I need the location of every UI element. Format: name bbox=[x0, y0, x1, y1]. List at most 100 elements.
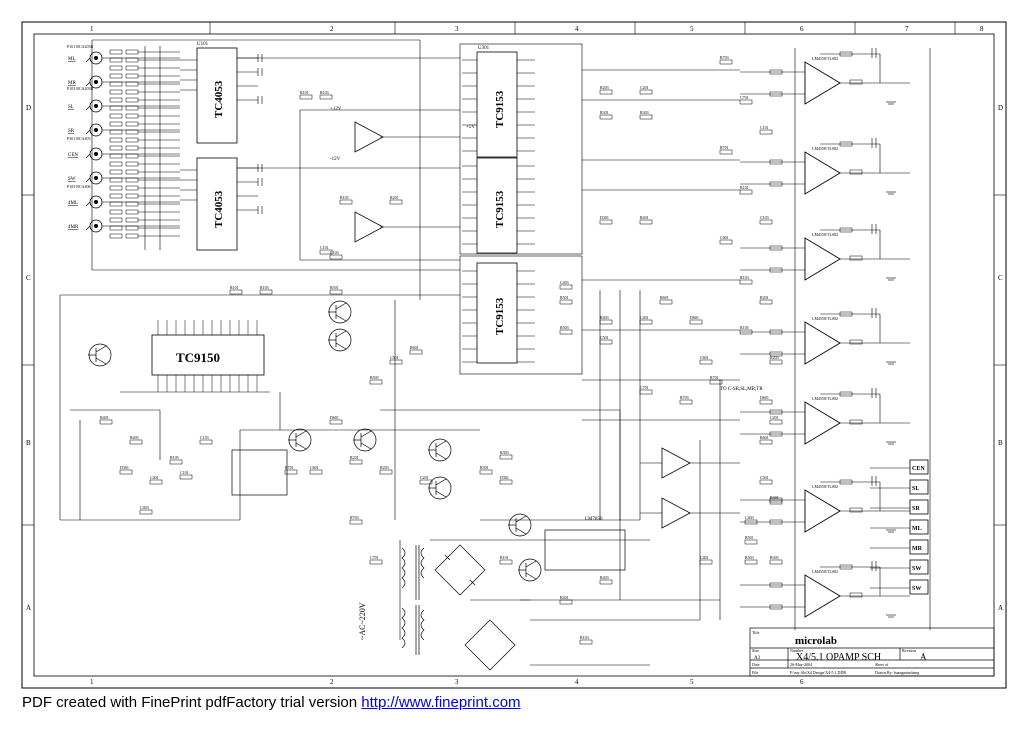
svg-text:C601: C601 bbox=[310, 465, 319, 470]
tc9150: TC9150 bbox=[151, 334, 265, 376]
svg-text:R701: R701 bbox=[285, 465, 294, 470]
svg-text:R203: R203 bbox=[770, 355, 779, 360]
svg-text:D301: D301 bbox=[600, 215, 609, 220]
svg-text:C101: C101 bbox=[180, 470, 189, 475]
output-label-sr: SR bbox=[912, 506, 920, 512]
tc9153-top: TC9153 U301 bbox=[476, 46, 518, 158]
zone-col-4-bottom: 4 bbox=[575, 678, 579, 686]
svg-text:R301: R301 bbox=[770, 495, 779, 500]
column-zone-labels: 1 2 3 4 5 6 7 8 1 2 3 4 5 6 bbox=[90, 25, 984, 686]
input-jack-label: 4ML bbox=[68, 201, 78, 206]
svg-text:C401: C401 bbox=[640, 315, 649, 320]
svg-text:C403: C403 bbox=[745, 515, 754, 520]
svg-text:C103: C103 bbox=[760, 215, 769, 220]
zone-col-1: 1 bbox=[90, 25, 94, 33]
input-jack-label: 4MR bbox=[68, 225, 79, 230]
opamp-label: LM4558/TL082 bbox=[812, 569, 838, 574]
svg-text:R501: R501 bbox=[560, 295, 569, 300]
output-label-ml: ML bbox=[912, 526, 922, 532]
svg-text:R303: R303 bbox=[500, 450, 509, 455]
svg-text:R103: R103 bbox=[320, 90, 329, 95]
file-label: File bbox=[752, 670, 758, 675]
svg-text:R103: R103 bbox=[260, 285, 269, 290]
zone-col-5: 5 bbox=[690, 25, 694, 33]
drawing-title: X4/5.1 OPAMP SCH bbox=[796, 652, 881, 663]
input-jack-ref: P301 RCA403 bbox=[67, 136, 90, 141]
svg-text:R201: R201 bbox=[350, 455, 359, 460]
input-jack-label: SL bbox=[68, 105, 74, 110]
size-value: A3 bbox=[754, 656, 761, 661]
svg-text:R303: R303 bbox=[770, 555, 779, 560]
svg-text:C403: C403 bbox=[560, 280, 569, 285]
input-jack-ref: P101 RCA203B bbox=[67, 44, 93, 49]
zone-col-4: 4 bbox=[575, 25, 579, 33]
zone-col-7: 7 bbox=[905, 25, 909, 33]
rail-pos-label: +12V bbox=[330, 107, 342, 112]
tc9153-pins bbox=[462, 59, 535, 363]
opamp-label: LM4558/TL082 bbox=[812, 484, 838, 489]
svg-text:C101: C101 bbox=[760, 125, 769, 130]
zone-col-1-bottom: 1 bbox=[90, 678, 94, 686]
zone-row-a: A bbox=[26, 604, 31, 612]
inner-border bbox=[33, 33, 995, 677]
tc4053-upper-ref: U101 bbox=[197, 42, 209, 47]
svg-text:C401: C401 bbox=[700, 555, 709, 560]
tc4053-lower-part: TC4053 bbox=[213, 190, 225, 228]
svg-text:R303: R303 bbox=[640, 110, 649, 115]
svg-text:C701: C701 bbox=[740, 95, 749, 100]
svg-text:R103: R103 bbox=[740, 275, 749, 280]
svg-text:R601: R601 bbox=[410, 345, 419, 350]
input-jack-ref: P105 RCA406 bbox=[67, 184, 90, 189]
tc4053-upper: TC4053 U101 bbox=[196, 42, 238, 144]
svg-text:R503: R503 bbox=[370, 375, 379, 380]
svg-text:C103: C103 bbox=[200, 435, 209, 440]
svg-text:R201: R201 bbox=[390, 195, 399, 200]
revision-value: A bbox=[920, 652, 927, 662]
power-supply bbox=[231, 449, 626, 671]
svg-text:C701: C701 bbox=[370, 555, 379, 560]
zone-row-c: C bbox=[26, 274, 31, 282]
tc4053-upper-part: TC4053 bbox=[213, 80, 225, 118]
output-label-sl: SL bbox=[912, 486, 919, 492]
regulator-label: LM7850 bbox=[585, 517, 603, 522]
svg-text:C103: C103 bbox=[330, 250, 339, 255]
outer-border bbox=[21, 21, 1007, 689]
zone-col-3: 3 bbox=[455, 25, 459, 33]
input-jack-label: SR bbox=[68, 129, 75, 134]
svg-text:C201: C201 bbox=[770, 415, 779, 420]
to-output-note: TO C-SR,SL,MR,TR bbox=[720, 387, 763, 392]
zone-row-d: D bbox=[26, 104, 31, 112]
opamp-label: LM4558/TL082 bbox=[812, 146, 838, 151]
svg-text:C201: C201 bbox=[420, 475, 429, 480]
circuit-wires bbox=[59, 40, 740, 666]
number-label: Number bbox=[790, 648, 804, 653]
tc9150-part: TC9150 bbox=[176, 350, 220, 365]
svg-text:R101: R101 bbox=[500, 555, 509, 560]
svg-text:R503: R503 bbox=[560, 325, 569, 330]
svg-text:C701: C701 bbox=[640, 385, 649, 390]
svg-text:C501: C501 bbox=[760, 475, 769, 480]
svg-text:R301: R301 bbox=[600, 110, 609, 115]
output-label-mr: MR bbox=[912, 546, 923, 552]
svg-text:R103: R103 bbox=[580, 635, 589, 640]
svg-text:R403: R403 bbox=[600, 315, 609, 320]
svg-text:C201: C201 bbox=[640, 85, 649, 90]
zone-row-d-right: D bbox=[998, 104, 1003, 112]
input-jack-label: SW bbox=[68, 177, 76, 182]
date-label: Date bbox=[752, 662, 760, 667]
zone-col-2: 2 bbox=[330, 25, 334, 33]
company-name: microlab bbox=[795, 635, 837, 647]
footer-link[interactable]: http://www.fineprint.com bbox=[361, 694, 521, 711]
svg-text:R703: R703 bbox=[350, 515, 359, 520]
drawn-by: Drawn By: huangmincheng bbox=[875, 670, 919, 675]
opamp-label: LM4558/TL082 bbox=[812, 316, 838, 321]
output-label-cen: CEN bbox=[912, 466, 925, 472]
tc9153-top-ref: U301 bbox=[478, 46, 490, 51]
file-value: F:\my file\X4 Design\X4-5.1.DDB bbox=[790, 670, 846, 675]
footer-text: PDF created with FinePrint pdfFactory tr… bbox=[22, 694, 358, 711]
svg-text:R401: R401 bbox=[100, 415, 109, 420]
title-label: Title bbox=[752, 630, 760, 635]
rail-neg-label: -12V bbox=[330, 157, 341, 162]
